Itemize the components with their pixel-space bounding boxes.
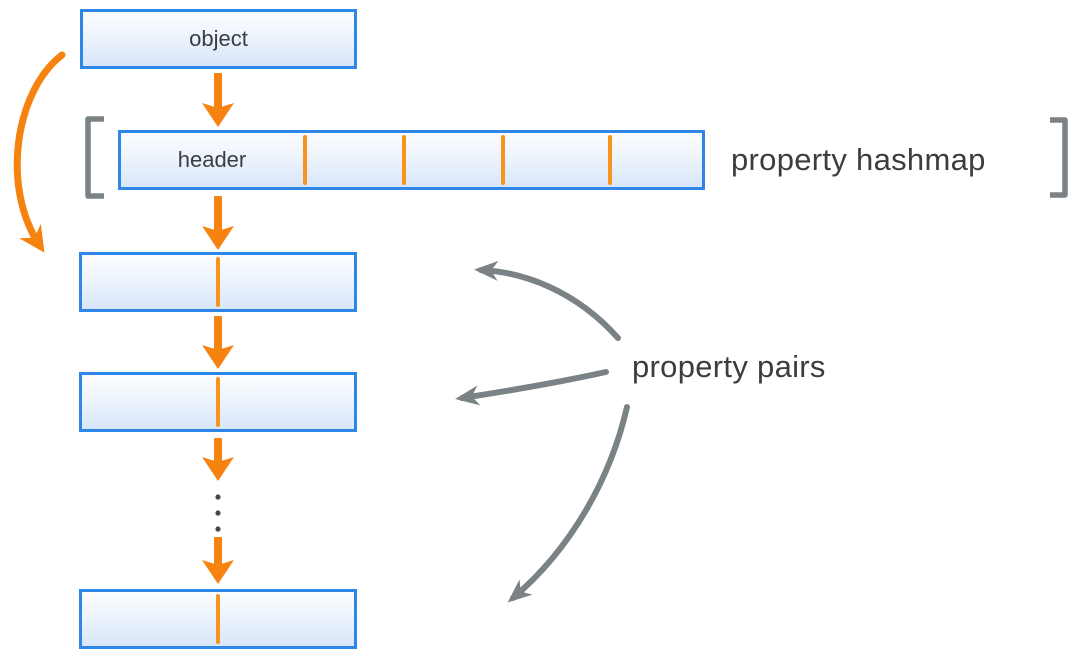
hash-bucket-divider (401, 135, 406, 185)
arrow-shaft (214, 196, 222, 231)
pair-divider (215, 594, 220, 644)
arrow-pair2-to-ellipsis (202, 438, 234, 481)
object-label: object (189, 26, 248, 51)
ellipsis-dot (215, 510, 221, 516)
arrow-shaft (214, 537, 222, 565)
down-arrowhead-icon (202, 103, 234, 127)
ellipsis-dots (215, 494, 221, 532)
hash-bucket-divider (607, 135, 612, 185)
hashmap-header-node: header (118, 130, 705, 190)
pair-divider (215, 257, 220, 307)
header-label: header (177, 147, 247, 172)
property-pair-node (79, 372, 357, 432)
pair-divider (215, 377, 220, 427)
hash-bucket-divider (302, 135, 307, 185)
arrow-header-to-pair1 (202, 196, 234, 250)
callout-arrow-to-pair3 (507, 404, 630, 603)
down-arrowhead-icon (202, 457, 234, 481)
arrow-object-to-header (202, 73, 234, 127)
arrow-shaft (214, 73, 222, 108)
object-node: object (80, 9, 357, 69)
hash-bucket-divider (500, 135, 505, 185)
curved-arrow-object-to-pairs (13, 51, 66, 253)
property-pairs-caption: property pairs (632, 349, 826, 384)
arrow-shaft (214, 438, 222, 462)
property-hashmap-caption: property hashmap (731, 142, 986, 177)
down-arrowhead-icon (202, 560, 234, 584)
arrow-pair1-to-pair2 (202, 316, 234, 369)
right-bracket (1050, 117, 1068, 198)
left-bracket (85, 116, 104, 199)
ellipsis-dot (215, 494, 221, 500)
property-pair-node (79, 589, 357, 649)
callout-arrow-to-pair1 (474, 260, 621, 341)
down-arrowhead-icon (202, 345, 234, 369)
arrow-ellipsis-to-pair3 (202, 537, 234, 584)
property-pair-node (79, 252, 357, 312)
down-arrowhead-icon (202, 226, 234, 250)
arrow-shaft (214, 316, 222, 350)
callout-arrow-to-pair2 (455, 369, 609, 406)
ellipsis-dot (215, 526, 221, 532)
